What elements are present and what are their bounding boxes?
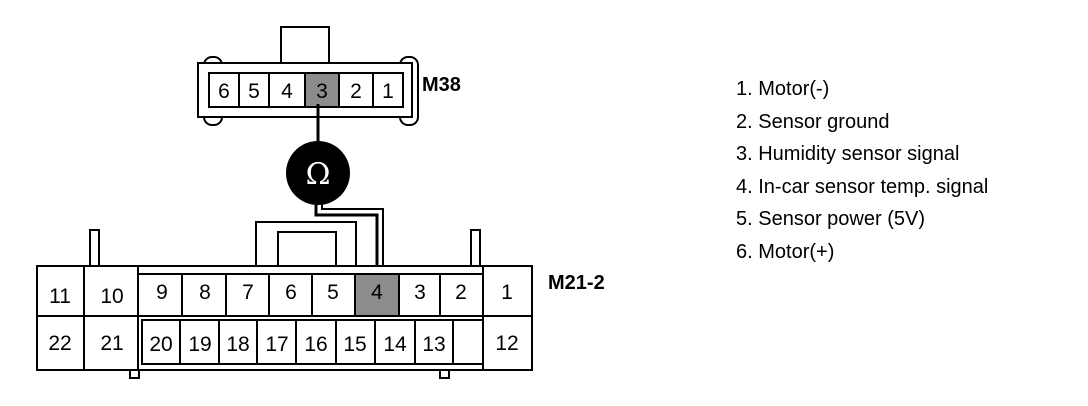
m21-2-pin-label: 13 xyxy=(422,333,445,356)
m21-2-right-post xyxy=(470,229,481,269)
m21-2-pin-label: 8 xyxy=(199,281,211,304)
wire-meter-to-m21 xyxy=(314,198,379,282)
m21-2-pin-label: 7 xyxy=(242,281,254,304)
pin-legend: 1. Motor(-) 2. Sensor ground 3. Humidity… xyxy=(736,73,988,268)
m21-2-pin-label: 22 xyxy=(48,332,71,355)
m38-connector xyxy=(197,26,419,126)
m21-2-pin-label: 1 xyxy=(501,281,513,304)
m21-2-pin-label: 20 xyxy=(149,333,172,356)
m21-2-bottom-tab xyxy=(439,369,450,379)
m21-2-pin-label: 18 xyxy=(226,333,249,356)
m21-2-bottom-tab xyxy=(129,369,140,379)
legend-item: 5. Sensor power (5V) xyxy=(736,208,925,230)
ohm-symbol: Ω xyxy=(306,157,331,192)
m38-pin-label-highlighted: 3 xyxy=(316,80,328,103)
m38-pin-box-highlighted xyxy=(304,72,340,108)
m21-2-pin-label: 17 xyxy=(265,333,288,356)
m21-2-left-post xyxy=(89,229,100,269)
legend-item: 3. Humidity sensor signal xyxy=(736,143,960,165)
m21-2-top-row-labels: 11 10 9 8 7 6 5 4 3 2 1 xyxy=(49,281,513,308)
m21-2-pin-label: 9 xyxy=(156,281,168,304)
m38-pin-label: 5 xyxy=(248,80,260,103)
m21-2-bottom-row-labels: 22 21 20 19 18 17 16 15 14 13 12 xyxy=(48,332,518,356)
ohmmeter-icon: Ω xyxy=(286,141,350,205)
m21-2-latch-tab xyxy=(277,231,337,268)
m21-2-pin-label: 16 xyxy=(304,333,327,356)
legend-item: 2. Sensor ground xyxy=(736,110,890,133)
m21-2-pin-box-highlighted xyxy=(354,273,400,317)
m21-2-connector-label: M21-2 xyxy=(548,272,605,294)
m38-pin-label: 1 xyxy=(382,80,394,103)
m38-pin-label: 2 xyxy=(350,80,362,103)
m21-2-pin-label: 15 xyxy=(343,333,366,356)
m38-top-housing xyxy=(280,26,330,64)
m21-2-pin-label-highlighted: 4 xyxy=(371,281,383,304)
m38-pin-label: 4 xyxy=(281,80,293,103)
legend-item: 1. Motor(-) xyxy=(736,78,830,100)
m21-2-pin-label: 5 xyxy=(327,281,339,304)
m38-pin-labels: 6 5 4 3 2 1 xyxy=(218,80,394,103)
m21-2-pin-boxes xyxy=(36,265,533,371)
m21-2-pin-label: 6 xyxy=(285,281,297,304)
m21-2-pin-box xyxy=(83,315,139,371)
m21-2-pin-label: 2 xyxy=(455,281,467,304)
m21-2-pin-label: 11 xyxy=(49,285,71,308)
m21-2-latch-housing xyxy=(255,221,357,269)
m21-2-pin-label: 21 xyxy=(100,332,123,355)
m21-2-pin-label: 10 xyxy=(100,285,123,308)
m21-2-pin-label: 12 xyxy=(495,332,518,355)
m21-2-pin-box xyxy=(482,315,533,371)
legend-item: 6. Motor(+) xyxy=(736,240,835,263)
m38-pin-box xyxy=(372,72,404,108)
m21-2-pin-label: 14 xyxy=(383,333,407,356)
m38-connector-label: M38 xyxy=(422,74,461,96)
m38-pin-label: 6 xyxy=(218,80,230,103)
m21-2-pin-label: 3 xyxy=(414,281,426,304)
m21-2-pin-label: 19 xyxy=(188,333,211,356)
legend-item: 4. In-car sensor temp. signal xyxy=(736,175,989,198)
